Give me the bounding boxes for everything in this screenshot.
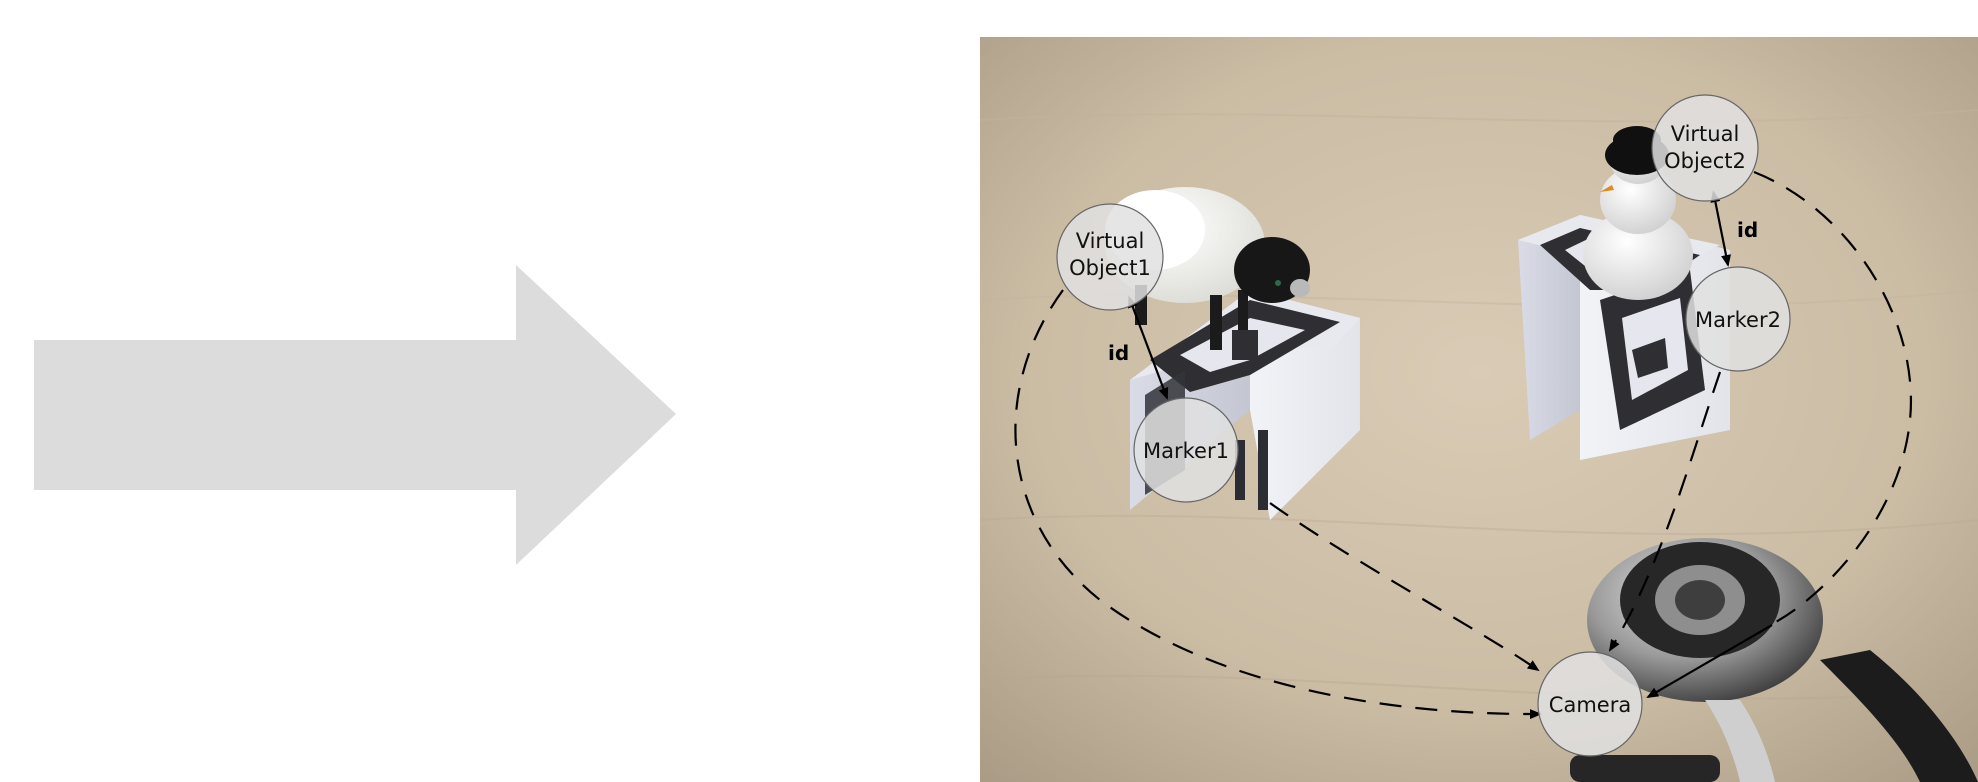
node-label-line1: Virtual <box>1076 229 1145 253</box>
ar-scene-photo <box>979 37 1978 782</box>
edge-vo1-to-camera <box>1014 289 1542 720</box>
edge-marker1-to-camera <box>1269 502 1540 672</box>
node-label-line2: Object2 <box>1664 149 1746 173</box>
id-edge-label: id <box>1737 218 1758 242</box>
edge-vo2-to-camera <box>1753 170 1913 626</box>
node-label: Marker1 <box>1143 439 1229 463</box>
node-label: Camera <box>1549 693 1631 717</box>
node-label-line2: Object1 <box>1069 256 1151 280</box>
node-virtual-object2: Virtual Object2 <box>1651 94 1759 202</box>
node-label: Marker2 <box>1695 308 1781 332</box>
edge-vo2-marker2 <box>1710 190 1731 267</box>
edge-marker2-to-camera <box>1608 371 1722 652</box>
right-arrow-icon <box>34 265 676 565</box>
node-marker2: Marker2 <box>1685 266 1791 372</box>
edge-webcam-arrow <box>1646 624 1773 699</box>
node-virtual-object1: Virtual Object1 <box>1056 203 1164 311</box>
node-camera: Camera <box>1537 651 1643 757</box>
id-edge-label: id <box>1108 341 1129 365</box>
diagram-edges <box>1014 170 1913 720</box>
node-marker1: Marker1 <box>1133 397 1239 503</box>
edge-vo1-marker1 <box>1128 295 1169 400</box>
node-label-line1: Virtual <box>1671 122 1740 146</box>
